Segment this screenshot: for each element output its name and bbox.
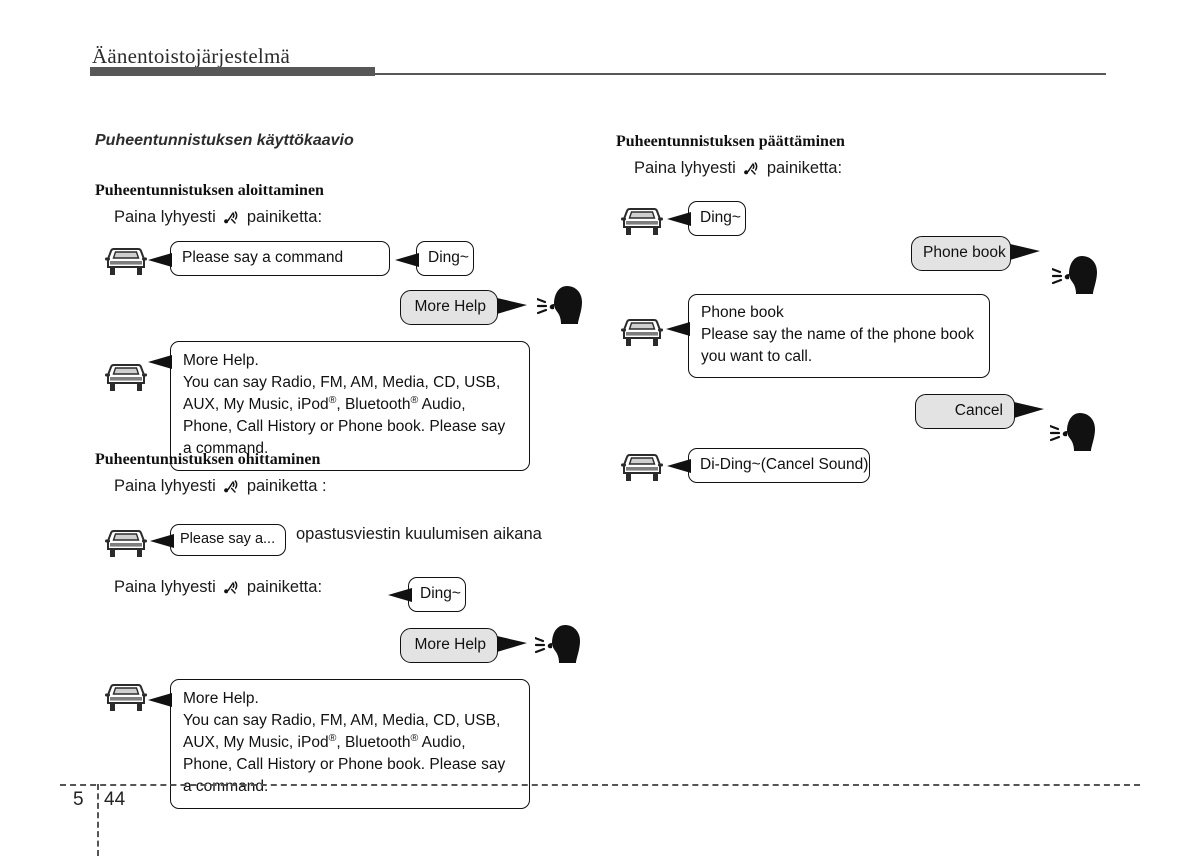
help-line-1: More Help. [183, 352, 259, 369]
bubble-tail [1010, 244, 1040, 260]
phone-book-line-2: Please say the name of the phone book [701, 326, 975, 343]
bubble-tail [148, 355, 172, 369]
press-instruction-1: Paina lyhyesti painiketta: [114, 208, 322, 227]
bubble-tail [666, 322, 690, 336]
user-bubble-phone-book: Phone book [911, 236, 1011, 271]
press-suffix: painiketta: [246, 578, 323, 596]
bubble-tail [667, 212, 691, 226]
press-prefix: Paina lyhyesti [634, 159, 736, 177]
press-instruction-3: Paina lyhyesti painiketta: [114, 578, 322, 597]
bubble-tail [497, 636, 527, 652]
car-bubble-phone-book-prompt: Phone book Please say the name of the ph… [688, 294, 990, 378]
voice-recognition-button-icon [223, 580, 240, 599]
bubble-tail [148, 693, 172, 707]
car-front-icon [100, 678, 152, 714]
car-bubble-please-say-a: Please say a... [170, 524, 286, 556]
help-line-1: More Help. [183, 690, 259, 707]
header-rule-thin [375, 73, 1106, 75]
bubble-tail [148, 253, 172, 267]
voice-recognition-button-icon [223, 210, 240, 229]
note-during-guidance: opastusviestin kuulumisen aikana [296, 525, 542, 543]
left-section-title: Puheentunnistuksen käyttökaavio [95, 132, 354, 149]
press-prefix: Paina lyhyesti [114, 208, 216, 226]
press-suffix: painiketta : [246, 477, 327, 495]
press-instruction-2: Paina lyhyesti painiketta : [114, 477, 327, 496]
car-bubble-di-ding-cancel-sound: Di-Ding~(Cancel Sound) [688, 448, 870, 483]
car-bubble-more-help-details-2: More Help. You can say Radio, FM, AM, Me… [170, 679, 530, 809]
car-bubble-ding-2: Ding~ [408, 577, 466, 612]
speaking-head-icon [1052, 252, 1104, 296]
phone-book-line-1: Phone book [701, 304, 784, 321]
user-bubble-more-help-2: More Help [400, 628, 498, 663]
section-number: 5 [73, 789, 84, 810]
car-front-icon [616, 313, 668, 349]
press-prefix: Paina lyhyesti [114, 477, 216, 495]
speaking-head-icon [537, 282, 589, 326]
phone-book-line-3: you want to call. [701, 348, 813, 365]
page-number: 44 [104, 789, 126, 810]
speaking-head-icon [535, 621, 587, 665]
car-front-icon [100, 524, 152, 560]
heading-skip-voice-recognition: Puheentunnistuksen ohittaminen [95, 451, 321, 468]
press-suffix: painiketta: [246, 208, 323, 226]
car-bubble-ding-right: Ding~ [688, 201, 746, 236]
voice-recognition-button-icon [223, 479, 240, 498]
car-bubble-more-help-details: More Help. You can say Radio, FM, AM, Me… [170, 341, 530, 471]
press-instruction-right: Paina lyhyesti painiketta: [634, 159, 842, 178]
car-bubble-ding: Ding~ [416, 241, 474, 276]
bubble-tail [1014, 402, 1044, 418]
user-bubble-cancel: Cancel [915, 394, 1015, 429]
heading-start-voice-recognition: Puheentunnistuksen aloittaminen [95, 182, 324, 199]
bubble-tail [395, 253, 419, 267]
car-front-icon [100, 358, 152, 394]
bubble-tail [388, 588, 412, 602]
bubble-tail [497, 298, 527, 314]
crop-mark-horizontal [60, 784, 1140, 786]
crop-mark-vertical [97, 784, 99, 856]
car-front-icon [616, 448, 668, 484]
press-suffix: painiketta: [766, 159, 843, 177]
header-rule-thick [90, 67, 375, 76]
help-line-2: You can say Radio, FM, AM, Media, CD, US… [183, 374, 506, 457]
car-bubble-please-say-command: Please say a command [170, 241, 390, 276]
user-bubble-more-help: More Help [400, 290, 498, 325]
car-front-icon [616, 202, 668, 238]
speaking-head-icon [1050, 409, 1102, 453]
voice-recognition-button-icon [743, 161, 760, 180]
car-front-icon [100, 242, 152, 278]
heading-end-voice-recognition: Puheentunnistuksen päättäminen [616, 133, 845, 150]
help-line-2: You can say Radio, FM, AM, Media, CD, US… [183, 712, 506, 795]
page-title: Äänentoistojärjestelmä [92, 44, 291, 68]
bubble-tail [667, 459, 691, 473]
bubble-tail [150, 534, 174, 548]
press-prefix: Paina lyhyesti [114, 578, 216, 596]
